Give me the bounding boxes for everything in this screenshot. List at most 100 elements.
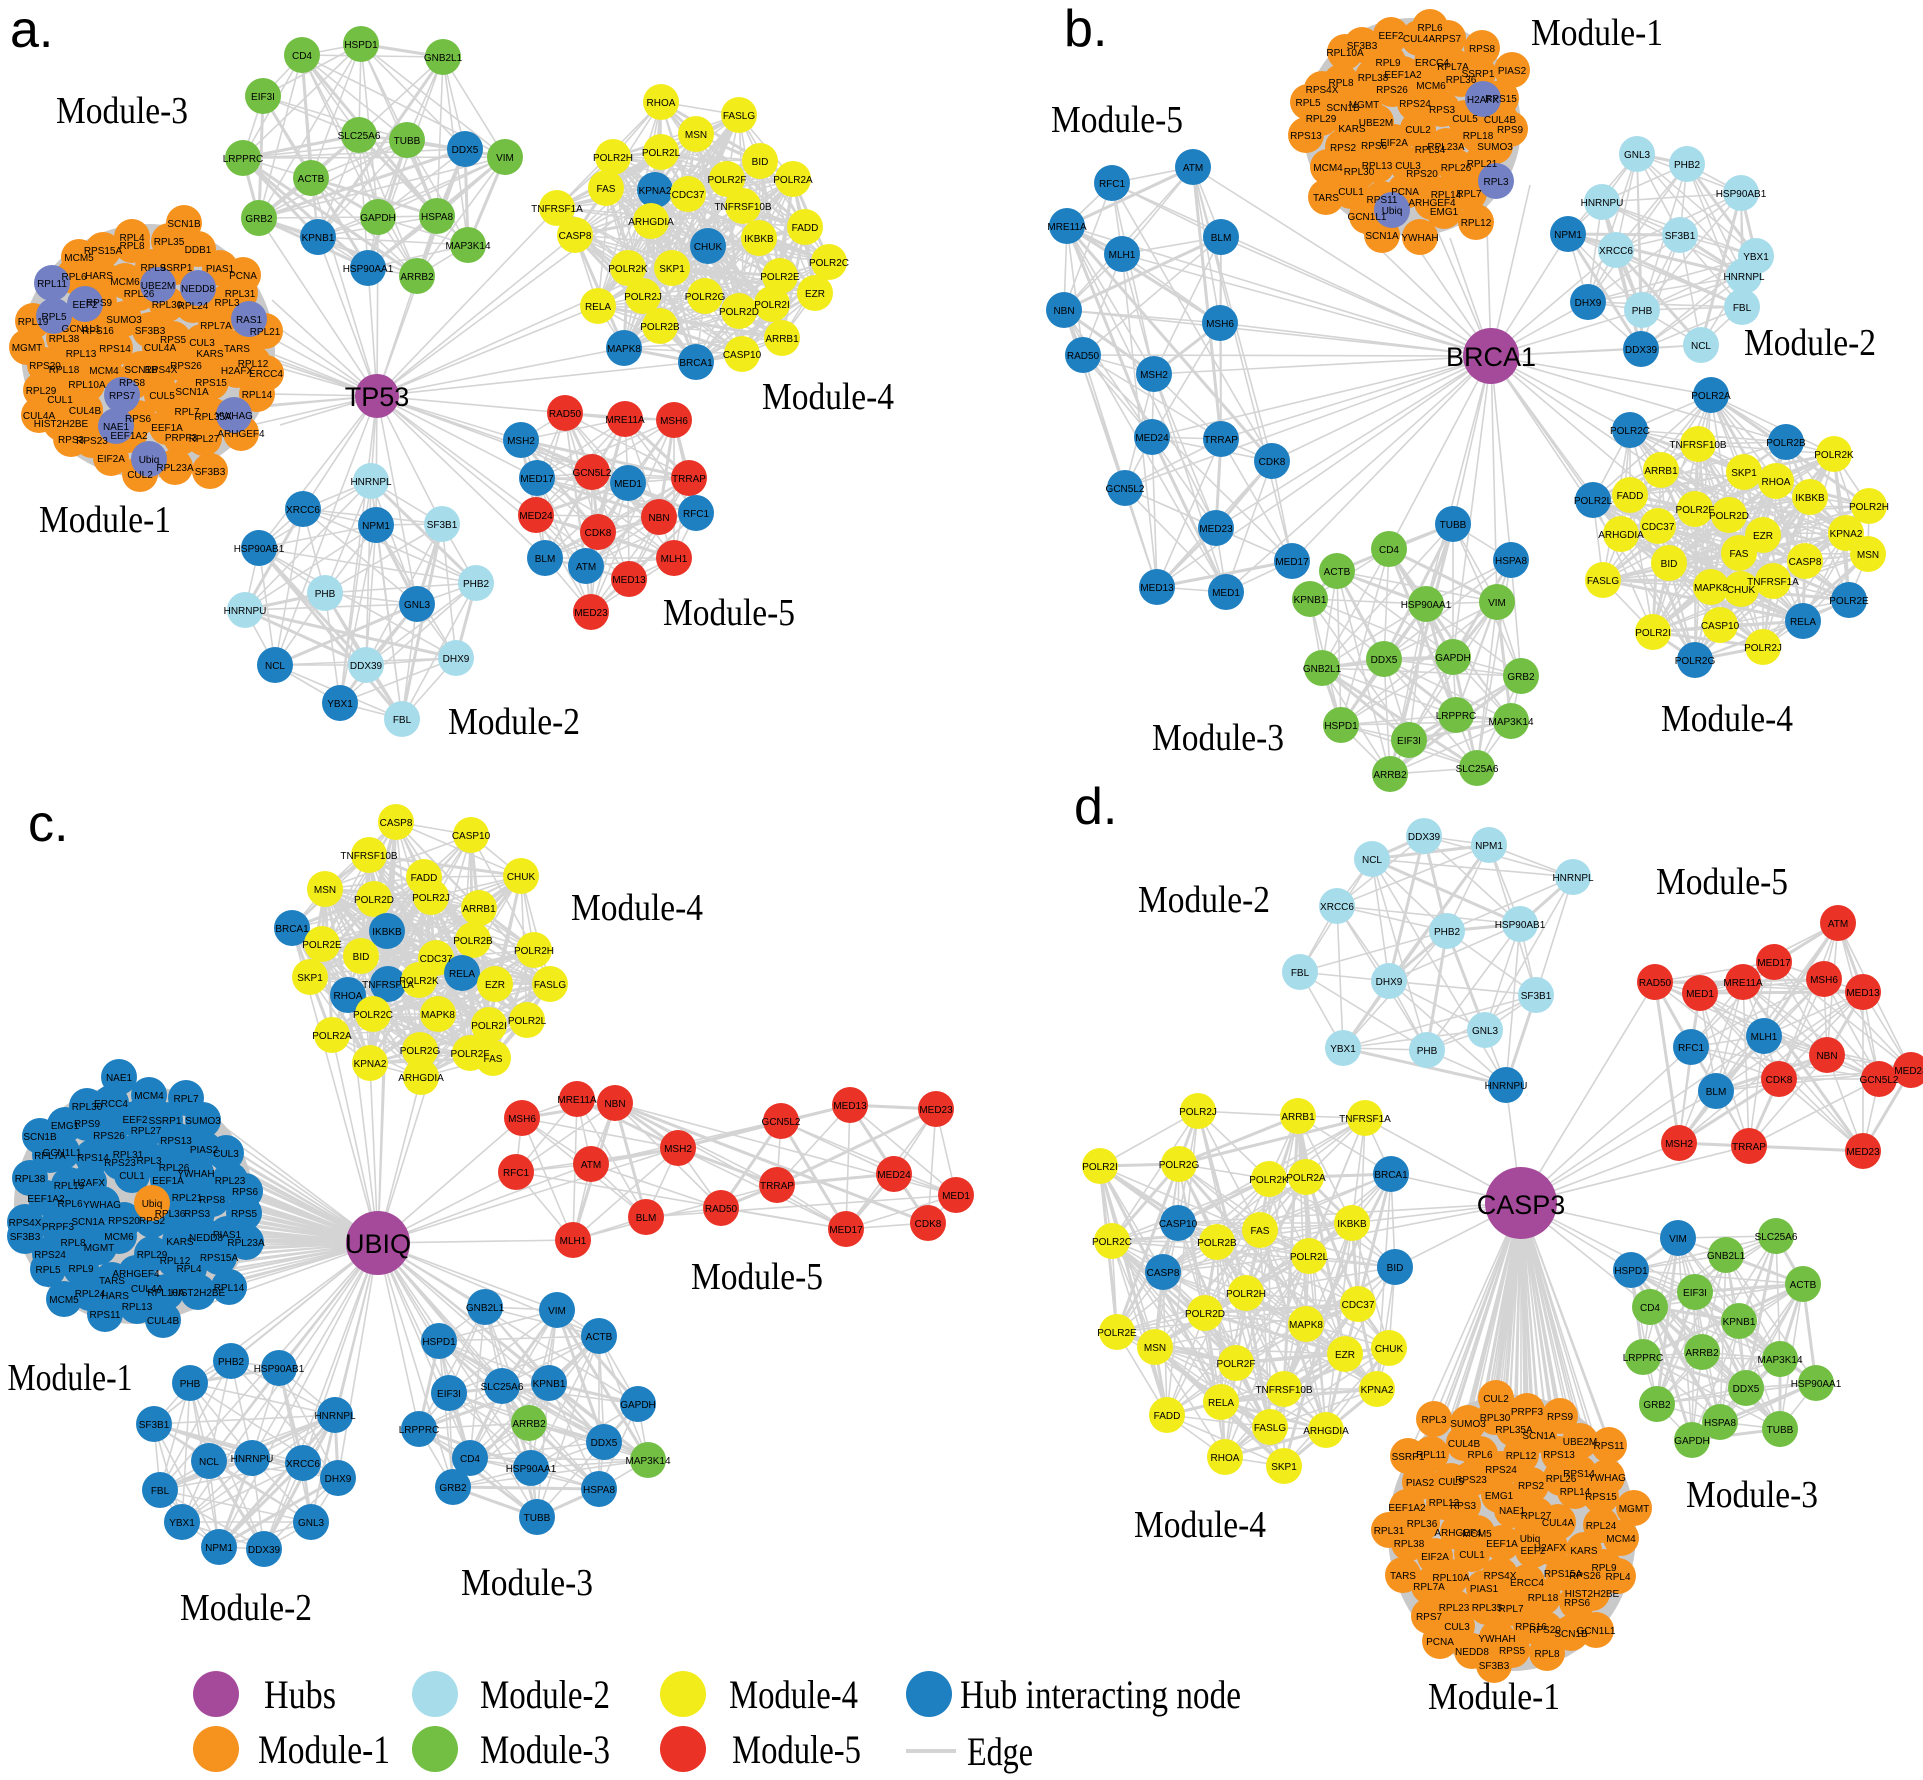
svg-text:POLR2J: POLR2J <box>624 292 662 303</box>
svg-text:PHB2: PHB2 <box>1434 927 1461 938</box>
svg-text:POLR2B: POLR2B <box>453 936 493 947</box>
svg-text:BRCA1: BRCA1 <box>1446 342 1536 372</box>
svg-text:DDX5: DDX5 <box>1733 1384 1760 1395</box>
svg-text:SKP1: SKP1 <box>1271 1462 1297 1473</box>
svg-text:RPS9: RPS9 <box>1497 125 1524 136</box>
svg-text:a.: a. <box>10 1 53 59</box>
svg-text:CUL3: CUL3 <box>189 338 215 349</box>
svg-text:H2AFX: H2AFX <box>1534 1543 1567 1554</box>
svg-text:POLR2K: POLR2K <box>1249 1175 1289 1186</box>
svg-text:RHOA: RHOA <box>1211 1453 1240 1464</box>
svg-text:RPS3: RPS3 <box>1450 1501 1477 1512</box>
svg-text:XRCC6: XRCC6 <box>1320 902 1354 913</box>
svg-text:RPL38: RPL38 <box>1394 1539 1425 1550</box>
svg-text:POLR2E: POLR2E <box>760 272 800 283</box>
svg-text:RPL18: RPL18 <box>1463 131 1494 142</box>
svg-text:CUL2: CUL2 <box>1405 125 1431 136</box>
svg-text:MAP3K14: MAP3K14 <box>1757 1355 1802 1366</box>
svg-text:ARHGEF4: ARHGEF4 <box>112 1269 160 1280</box>
svg-text:RPL8: RPL8 <box>1328 78 1353 89</box>
svg-text:NEDD8: NEDD8 <box>181 284 215 295</box>
svg-text:RPL36: RPL36 <box>1446 75 1477 86</box>
svg-text:RPL27: RPL27 <box>189 434 220 445</box>
svg-text:ACTB: ACTB <box>1790 1280 1817 1291</box>
svg-text:EEF2: EEF2 <box>72 300 97 311</box>
svg-text:DDX39: DDX39 <box>350 661 383 672</box>
svg-text:Module-3: Module-3 <box>461 1562 593 1604</box>
svg-text:Module-2: Module-2 <box>1138 879 1270 921</box>
svg-text:MSH6: MSH6 <box>1206 319 1234 330</box>
svg-text:YWHAG: YWHAG <box>215 411 253 422</box>
svg-text:RPL9: RPL9 <box>68 1264 93 1275</box>
svg-text:RPL31: RPL31 <box>1374 1526 1405 1537</box>
svg-text:CASP8: CASP8 <box>1147 1268 1180 1279</box>
svg-text:POLR2L: POLR2L <box>508 1016 547 1027</box>
svg-text:GNB2L1: GNB2L1 <box>466 1303 505 1314</box>
svg-text:TNFRSF10B: TNFRSF10B <box>1669 440 1727 451</box>
svg-text:SUMO3: SUMO3 <box>1477 142 1513 153</box>
svg-text:Module-3: Module-3 <box>1152 717 1284 759</box>
svg-text:RPL38: RPL38 <box>1358 73 1389 84</box>
svg-text:MRE11A: MRE11A <box>605 415 645 426</box>
svg-text:RFC1: RFC1 <box>1099 179 1126 190</box>
svg-text:ARHGDIA: ARHGDIA <box>628 217 674 228</box>
svg-text:YBX1: YBX1 <box>1330 1044 1356 1055</box>
svg-text:RPL26: RPL26 <box>1546 1474 1577 1485</box>
svg-text:BID: BID <box>1661 559 1678 570</box>
svg-text:HNRNPL: HNRNPL <box>314 1411 356 1422</box>
svg-text:XRCC6: XRCC6 <box>1599 246 1633 257</box>
svg-text:ARRB1: ARRB1 <box>462 904 496 915</box>
svg-text:RPL7: RPL7 <box>1498 1604 1523 1615</box>
svg-text:RPL3: RPL3 <box>136 1156 161 1167</box>
svg-text:HSPD1: HSPD1 <box>344 40 378 51</box>
svg-text:LRPPRC: LRPPRC <box>223 154 264 165</box>
svg-text:RPS14: RPS14 <box>99 344 131 355</box>
svg-text:MED24: MED24 <box>1894 1066 1923 1077</box>
svg-text:RPL10A: RPL10A <box>1432 1573 1470 1584</box>
svg-text:SF3B1: SF3B1 <box>139 1420 170 1431</box>
svg-text:CUL4A: CUL4A <box>1542 1518 1575 1529</box>
svg-text:MAPK8: MAPK8 <box>1694 583 1728 594</box>
svg-text:RPL13: RPL13 <box>1362 161 1393 172</box>
svg-text:CHUK: CHUK <box>694 242 723 253</box>
svg-text:EZR: EZR <box>1753 531 1773 542</box>
svg-text:HSPA8: HSPA8 <box>1704 1418 1736 1429</box>
svg-text:EEF1A: EEF1A <box>1486 1539 1518 1550</box>
svg-text:FADD: FADD <box>792 223 819 234</box>
svg-text:VIM: VIM <box>1669 1234 1687 1245</box>
svg-text:POLR2C: POLR2C <box>809 258 849 269</box>
svg-text:TNFRSF10B: TNFRSF10B <box>1255 1385 1313 1396</box>
svg-text:RPS13: RPS13 <box>160 1136 192 1147</box>
svg-text:DHX9: DHX9 <box>325 1474 352 1485</box>
svg-text:RPL7A: RPL7A <box>200 321 232 332</box>
svg-text:RPS9: RPS9 <box>74 1119 101 1130</box>
svg-text:RPL27: RPL27 <box>131 1126 162 1137</box>
svg-text:ARRB1: ARRB1 <box>765 334 799 345</box>
svg-text:Module-3: Module-3 <box>480 1727 610 1772</box>
svg-text:SUMO3: SUMO3 <box>1450 1419 1486 1430</box>
svg-text:RPL10A: RPL10A <box>147 1288 185 1299</box>
svg-text:CUL2: CUL2 <box>1483 1394 1509 1405</box>
svg-text:ARHGDIA: ARHGDIA <box>1598 530 1644 541</box>
svg-text:CUL4B: CUL4B <box>1448 1439 1481 1450</box>
svg-text:HNRNPU: HNRNPU <box>231 1454 274 1465</box>
svg-text:RPS15: RPS15 <box>1585 1492 1617 1503</box>
svg-text:FBL: FBL <box>151 1486 170 1497</box>
svg-text:MED1: MED1 <box>942 1191 970 1202</box>
svg-text:CUL1: CUL1 <box>119 1171 145 1182</box>
svg-text:ERCC4: ERCC4 <box>249 369 283 380</box>
svg-text:Module-1: Module-1 <box>258 1727 390 1772</box>
svg-text:RPL30: RPL30 <box>72 1102 103 1113</box>
svg-text:POLR2A: POLR2A <box>1691 391 1731 402</box>
svg-text:RPL21: RPL21 <box>1467 159 1498 170</box>
svg-text:ARHGDIA: ARHGDIA <box>1303 1426 1349 1437</box>
svg-text:ARHGEF4: ARHGEF4 <box>1408 198 1456 209</box>
svg-text:HSPD1: HSPD1 <box>422 1337 456 1348</box>
svg-text:Module-1: Module-1 <box>39 499 171 541</box>
svg-text:RPL13: RPL13 <box>122 1302 153 1313</box>
svg-text:CASP3: CASP3 <box>1477 1190 1566 1220</box>
svg-text:GRB2: GRB2 <box>1643 1400 1671 1411</box>
svg-text:NBN: NBN <box>1816 1051 1837 1062</box>
svg-text:RPS3: RPS3 <box>58 435 85 446</box>
svg-text:H2AFX: H2AFX <box>73 1178 106 1189</box>
